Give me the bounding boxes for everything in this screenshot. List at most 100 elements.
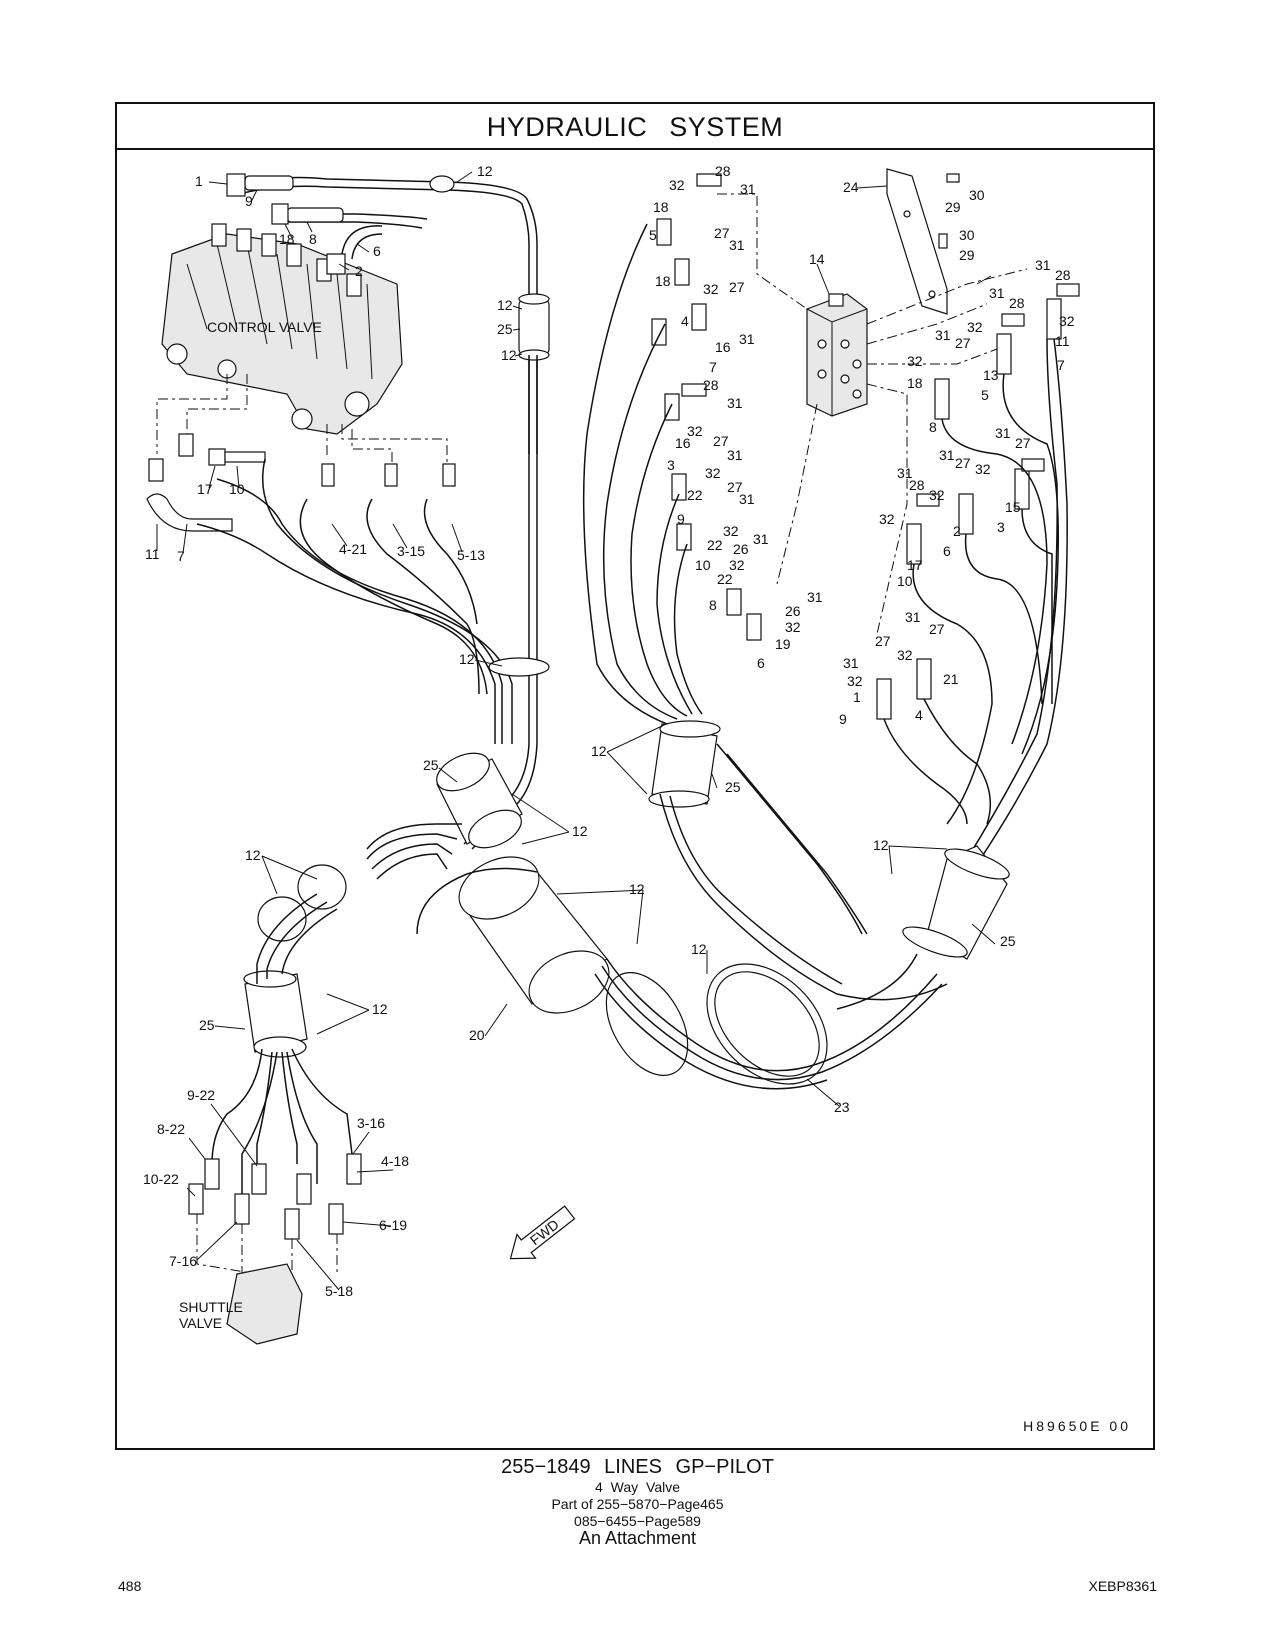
callout: 10: [897, 573, 913, 589]
callout: 27: [955, 455, 971, 471]
callout: 31: [995, 425, 1011, 441]
callout: 4-18: [381, 1153, 409, 1169]
valve-block-4-way: [806, 293, 868, 417]
callout: 32: [967, 319, 983, 335]
callout: 12: [497, 297, 513, 313]
callout: 32: [929, 487, 945, 503]
bracket-24: [886, 168, 960, 315]
clamp-25-left: [243, 970, 308, 1058]
callout: 28: [1055, 267, 1071, 283]
caption-sub: 4 Way Valve: [594, 1479, 681, 1495]
control-valve-label: CONTROL VALVE: [207, 319, 322, 335]
callout: 9: [245, 193, 253, 209]
callout: 17: [907, 557, 923, 573]
bottom-fittings: [188, 1153, 362, 1240]
callout: 18: [655, 273, 671, 289]
callout: 12: [629, 881, 645, 897]
callout: 31: [740, 181, 756, 197]
callout: 27: [713, 433, 729, 449]
fwd-arrow-icon: FWD: [509, 1205, 576, 1260]
callout: 32: [879, 511, 895, 527]
page-title: HYDRAULIC SYSTEM: [117, 104, 1153, 150]
callout: 32: [669, 177, 685, 193]
callout: 16: [715, 339, 731, 355]
callout: 17: [197, 481, 213, 497]
callout: 25: [497, 321, 513, 337]
center-fittings: [651, 173, 762, 641]
callout: 18: [907, 375, 923, 391]
callout: 6: [373, 243, 381, 259]
callout: 5: [981, 387, 989, 403]
callout: 11: [145, 546, 160, 562]
callout: 32: [907, 353, 923, 369]
callout: 12: [372, 1001, 388, 1017]
callout: 9: [677, 511, 685, 527]
callout: 7-16: [169, 1253, 197, 1269]
callout: 12: [572, 823, 588, 839]
callout: 31: [989, 285, 1005, 301]
callout: 29: [945, 199, 961, 215]
callout: 25: [199, 1017, 215, 1033]
drawing-frame: HYDRAULIC SYSTEM CONTROL VALVE: [115, 102, 1155, 1450]
callout: 6: [757, 655, 765, 671]
callout: 5-18: [325, 1283, 353, 1299]
callout: 30: [959, 227, 975, 243]
callout: 32: [785, 619, 801, 635]
callout: 28: [703, 377, 719, 393]
callout: 6: [943, 543, 951, 559]
clamp-25-middle: [436, 752, 523, 849]
callout: 20: [469, 1027, 485, 1043]
clamp-25-right: [902, 845, 1010, 960]
callout: 32: [703, 281, 719, 297]
clamp-20: [458, 856, 610, 1014]
callout: 3: [667, 457, 675, 473]
callout: 10: [229, 481, 245, 497]
callout: 2: [355, 263, 363, 279]
shuttle-valve-label-1: SHUTTLE: [179, 1299, 243, 1315]
callout: 28: [715, 163, 731, 179]
callout: 4: [915, 707, 923, 723]
callout: 31: [897, 465, 913, 481]
shuttle-valve: SHUTTLE VALVE: [179, 1263, 303, 1345]
clamp-25-center: [648, 720, 721, 808]
callout: 32: [975, 461, 991, 477]
callout: 22: [717, 571, 733, 587]
callout-labels: 1 9 12 18 8 6 2 12 25 12 17 10 11 7 4-21…: [143, 163, 1075, 1299]
callout: 12: [245, 847, 261, 863]
callout: 18: [279, 231, 295, 247]
callout: 12: [873, 837, 889, 853]
callout: 31: [729, 237, 745, 253]
document-id: XEBP8361: [1088, 1578, 1158, 1594]
callout: 12: [459, 651, 475, 667]
callout: 4-21: [339, 541, 367, 557]
callout: 31: [1035, 257, 1051, 273]
callout: 3-15: [397, 543, 425, 559]
callout: 32: [705, 465, 721, 481]
callout: 5-13: [457, 547, 485, 563]
callout: 8: [929, 419, 937, 435]
callout: 30: [969, 187, 985, 203]
callout: 10-22: [143, 1171, 179, 1187]
callout: 27: [729, 279, 745, 295]
callout: 15: [1005, 499, 1021, 515]
callout: 11: [1055, 333, 1070, 349]
shuttle-valve-label-2: VALVE: [179, 1315, 222, 1331]
callout: 26: [785, 603, 801, 619]
callout: 32: [1059, 313, 1075, 329]
callout: 1: [195, 173, 203, 189]
callout: 31: [753, 531, 769, 547]
callout: 31: [727, 395, 743, 411]
callout: 14: [809, 251, 825, 267]
callout: 27: [929, 621, 945, 637]
callout: 3-16: [357, 1115, 385, 1131]
callout: 18: [653, 199, 669, 215]
callout: 10: [695, 557, 711, 573]
callout: 12: [591, 743, 607, 759]
ring-23: [706, 963, 828, 1085]
callout: 13: [983, 367, 999, 383]
callout: 9-22: [187, 1087, 215, 1103]
callout: 24: [843, 179, 859, 195]
callout: 8: [709, 597, 717, 613]
callout: 27: [875, 633, 891, 649]
callout: 25: [1000, 933, 1016, 949]
